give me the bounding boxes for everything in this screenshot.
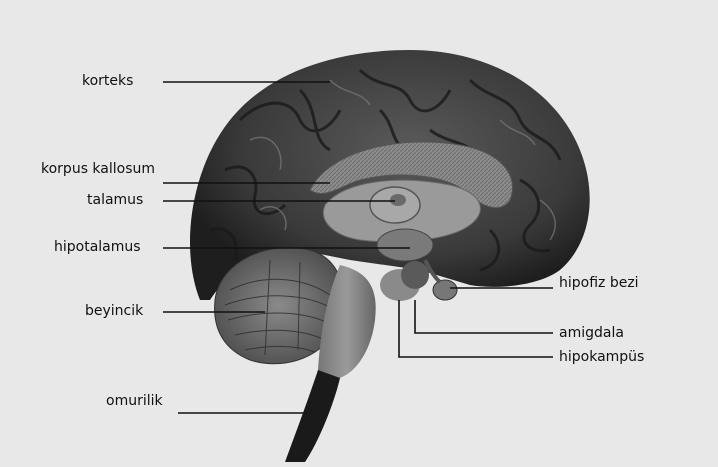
label-talamus: talamus (87, 192, 143, 208)
label-korteks: korteks (82, 73, 133, 89)
hypothalamus-shape (377, 229, 433, 261)
label-korpus-kallosum: korpus kallosum (41, 161, 155, 177)
pituitary-shape (433, 280, 457, 300)
spinal-cord-shape (285, 370, 340, 462)
label-hipofiz-bezi: hipofiz bezi (559, 275, 639, 291)
label-hipotalamus: hipotalamus (54, 239, 141, 255)
label-amigdala: amigdala (559, 325, 624, 341)
label-hipokampus: hipokampüs (559, 349, 644, 365)
label-omurilik: omurilik (106, 393, 163, 409)
amygdala-shape (401, 261, 429, 289)
label-beyincik: beyincik (85, 303, 143, 319)
